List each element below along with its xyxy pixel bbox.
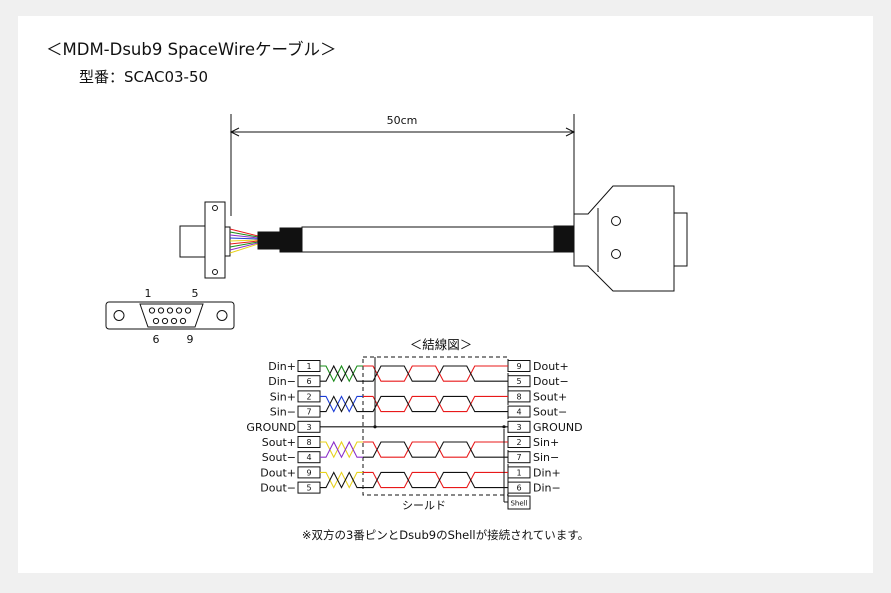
shell-label: Shell xyxy=(510,500,527,508)
pin-label-1: 1 xyxy=(145,287,152,300)
pin-label-9: 9 xyxy=(187,333,194,346)
crossing-wire xyxy=(363,441,508,458)
twisted-wire xyxy=(320,364,363,383)
shell-terminal: Shell xyxy=(503,429,531,510)
left-pin-row: 4 Sout− xyxy=(262,451,321,464)
shield-tie-right xyxy=(502,425,506,429)
pin-number: 4 xyxy=(306,453,311,462)
signal-name: Din+ xyxy=(533,466,561,479)
pin-label-6: 6 xyxy=(153,333,160,346)
signal-name: Sin+ xyxy=(270,390,296,403)
left-pin-row: 2 Sin+ xyxy=(270,390,321,403)
signal-name: Sout− xyxy=(533,406,567,419)
pin-number: 6 xyxy=(516,484,521,493)
right-pin-row: 7 Sin− xyxy=(507,451,559,464)
signal-name: Din− xyxy=(268,375,296,388)
right-pin-row: 9 Dout+ xyxy=(507,360,569,373)
left-pin-block: 1 Din+ 6 Din− 2 Sin+ 7 Sin− 3 GROUND 8 Sout+ 4 Sout− 9… xyxy=(246,360,321,495)
crossing-wire xyxy=(363,365,508,382)
twisted-wire xyxy=(320,395,363,413)
pin-number: 1 xyxy=(516,468,521,477)
left-pin-row: 8 Sout+ xyxy=(262,436,321,449)
pin-number: 4 xyxy=(516,408,521,417)
right-pin-row: 5 Dout− xyxy=(507,375,569,388)
signal-name: Sin− xyxy=(533,451,559,464)
left-pin-row: 5 Dout− xyxy=(260,481,321,495)
left-pin-row: 6 Din− xyxy=(268,375,321,388)
pin-number: 5 xyxy=(516,377,521,386)
pin-number: 8 xyxy=(306,438,311,447)
twisted-wire xyxy=(320,364,363,383)
pin-number: 3 xyxy=(306,423,311,432)
crossing-wire xyxy=(363,471,508,489)
signal-name: Sin+ xyxy=(533,436,559,449)
signal-name: Sout+ xyxy=(262,436,296,449)
pin-number: 2 xyxy=(516,438,521,447)
dsub9-connector-side xyxy=(573,185,688,292)
signal-name: Sin− xyxy=(270,406,296,419)
left-pin-row: 1 Din+ xyxy=(268,360,321,373)
left-pin-row: 7 Sin− xyxy=(270,405,321,419)
pin-number: 5 xyxy=(306,484,311,493)
right-pin-row: 8 Sout+ xyxy=(507,390,567,403)
left-pin-row: 3 GROUND xyxy=(246,420,321,434)
right-pin-row: 2 Sin+ xyxy=(507,436,559,449)
left-pin-row: 9 Dout+ xyxy=(260,466,321,479)
twisted-wire xyxy=(320,471,363,489)
signal-name: Sout− xyxy=(262,451,296,464)
pin-number: 1 xyxy=(306,362,311,371)
pin-number: 3 xyxy=(516,423,521,432)
shield-label: シールド xyxy=(402,499,446,512)
dimension-label: 50cm xyxy=(387,114,418,127)
signal-name: GROUND xyxy=(246,421,296,434)
twisted-wire xyxy=(320,471,363,489)
diagram-panel: ＜MDM-Dsub9 SpaceWireケーブル＞ 型番：SCAC03-50 5… xyxy=(18,16,873,573)
signal-name: Dout− xyxy=(260,482,296,495)
shield-box xyxy=(362,356,509,496)
dimension-annotation xyxy=(229,114,576,216)
signal-name: Dout− xyxy=(533,375,569,388)
crossing-wire xyxy=(363,395,508,413)
pin-number: 8 xyxy=(516,392,521,401)
fanout-wires xyxy=(229,228,259,254)
pin-number: 7 xyxy=(516,453,521,462)
pin-number: 6 xyxy=(306,377,311,386)
twisted-wire xyxy=(320,440,363,459)
right-pin-row: 1 Din+ xyxy=(507,466,561,479)
signal-name: Din− xyxy=(533,482,561,495)
twisted-wire xyxy=(320,395,363,413)
crossing-wire xyxy=(363,471,508,489)
model-number: 型番：SCAC03-50 xyxy=(79,68,209,86)
twisted-wire xyxy=(320,440,363,459)
signal-name: Dout+ xyxy=(260,466,296,479)
signal-name: Dout+ xyxy=(533,360,569,373)
mdm-connector xyxy=(179,201,231,279)
pin-number: 9 xyxy=(306,468,311,477)
connection-note: ※双方の3番ピンとDsub9のShellが接続されています。 xyxy=(301,528,590,542)
page-title: ＜MDM-Dsub9 SpaceWireケーブル＞ xyxy=(46,40,337,59)
dsub9-connector-front xyxy=(105,301,235,330)
twisted-pair-wires xyxy=(320,357,508,489)
right-pin-row: 6 Din− xyxy=(507,481,561,495)
right-pin-row: 3 GROUND xyxy=(507,420,583,434)
crossing-wire xyxy=(363,365,508,382)
pin-number: 7 xyxy=(306,408,311,417)
signal-name: Sout+ xyxy=(533,390,567,403)
crossing-wire xyxy=(363,395,508,413)
cable-diagram: 50cm xyxy=(105,114,688,512)
right-pin-block: 9 Dout+ 5 Dout− 8 Sout+ 4 Sout− 3 GROUND 2 Sin+ 7 Sin… xyxy=(507,360,583,495)
cable-body xyxy=(257,225,575,253)
signal-name: Din+ xyxy=(268,360,296,373)
wiring-title: ＜結線図＞ xyxy=(410,337,473,352)
pin-number: 2 xyxy=(306,392,311,401)
right-pin-row: 4 Sout− xyxy=(507,405,567,419)
signal-name: GROUND xyxy=(533,421,583,434)
pin-number: 9 xyxy=(516,362,521,371)
pin-label-5: 5 xyxy=(192,287,199,300)
crossing-wire xyxy=(363,441,508,458)
